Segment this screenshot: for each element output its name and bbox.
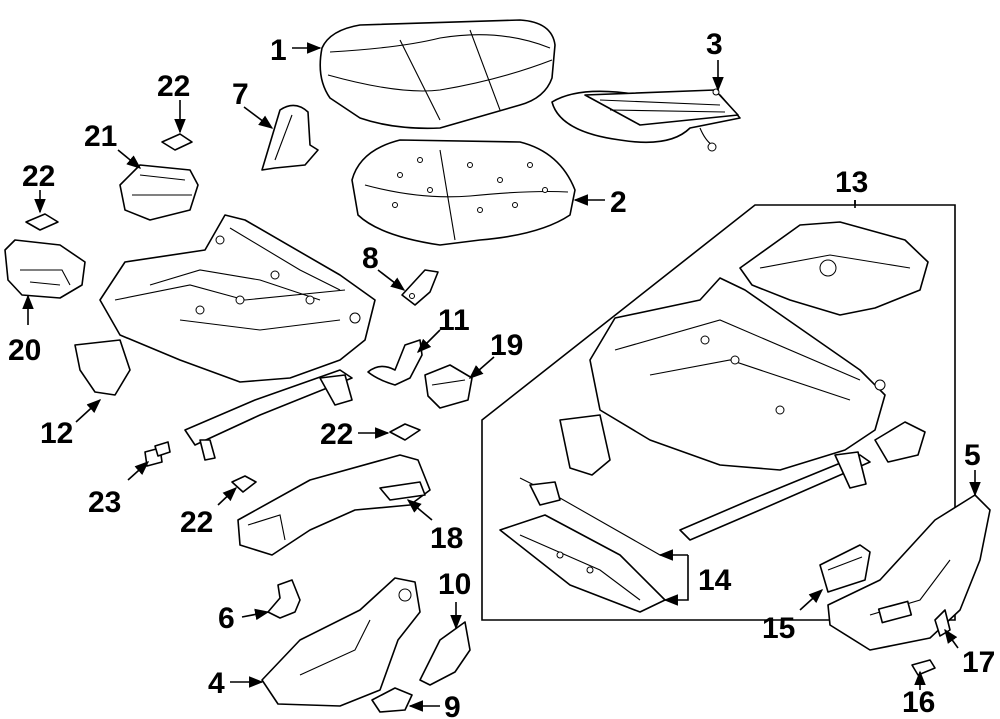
part-11-link <box>367 339 423 386</box>
part-21-cover <box>119 164 199 221</box>
callout-22-mid: 22 <box>320 418 353 451</box>
callout-3: 3 <box>706 28 723 61</box>
callout-22-left: 22 <box>22 160 55 193</box>
callout-21: 21 <box>84 120 117 153</box>
part-15-switch <box>819 544 871 593</box>
callout-1: 1 <box>270 34 287 67</box>
part-9-clip <box>371 687 413 713</box>
part-23-bolt <box>144 441 171 467</box>
callout-23: 23 <box>88 486 121 519</box>
leader-lines <box>22 42 981 712</box>
callout-14: 14 <box>698 564 732 597</box>
part-14-module <box>499 477 666 613</box>
part-4-outer-shield <box>261 577 421 707</box>
callout-18: 18 <box>430 522 463 555</box>
part-20-cover <box>4 239 86 299</box>
part-19-bracket <box>424 364 473 409</box>
callout-5: 5 <box>964 439 981 472</box>
callout-labels: 1 2 3 4 5 6 7 8 9 10 11 12 13 14 15 16 1… <box>8 28 995 719</box>
part-12-seat-frame <box>74 214 376 461</box>
callout-17: 17 <box>962 646 995 679</box>
callout-11: 11 <box>438 304 470 337</box>
part-2-cushion-pan <box>351 139 576 246</box>
callout-15: 15 <box>762 612 795 645</box>
part-22-pads <box>25 133 421 493</box>
callout-19: 19 <box>490 329 523 362</box>
callout-22-lower: 22 <box>180 506 213 539</box>
callout-20: 20 <box>8 334 41 367</box>
part-13-track-frame <box>559 221 929 541</box>
callout-22-top: 22 <box>157 70 190 103</box>
callout-10: 10 <box>438 568 471 601</box>
part-5-side-shield <box>827 494 991 651</box>
callout-8: 8 <box>362 242 379 275</box>
callout-7: 7 <box>232 78 249 111</box>
part-6-bracket <box>267 579 301 619</box>
part-1-cushion-cover <box>319 19 556 130</box>
part-3-heater-pad <box>551 88 741 152</box>
callout-6: 6 <box>218 602 235 635</box>
part-7-bracket <box>261 104 319 171</box>
part-18-side-shield <box>237 454 431 556</box>
callout-12: 12 <box>40 417 73 450</box>
callout-13: 13 <box>835 166 868 199</box>
callout-2: 2 <box>610 186 627 219</box>
callout-9: 9 <box>444 691 461 719</box>
part-10-cover <box>419 621 471 686</box>
callout-4: 4 <box>208 667 225 700</box>
part-8-bracket <box>401 269 439 306</box>
callout-16: 16 <box>902 686 935 719</box>
